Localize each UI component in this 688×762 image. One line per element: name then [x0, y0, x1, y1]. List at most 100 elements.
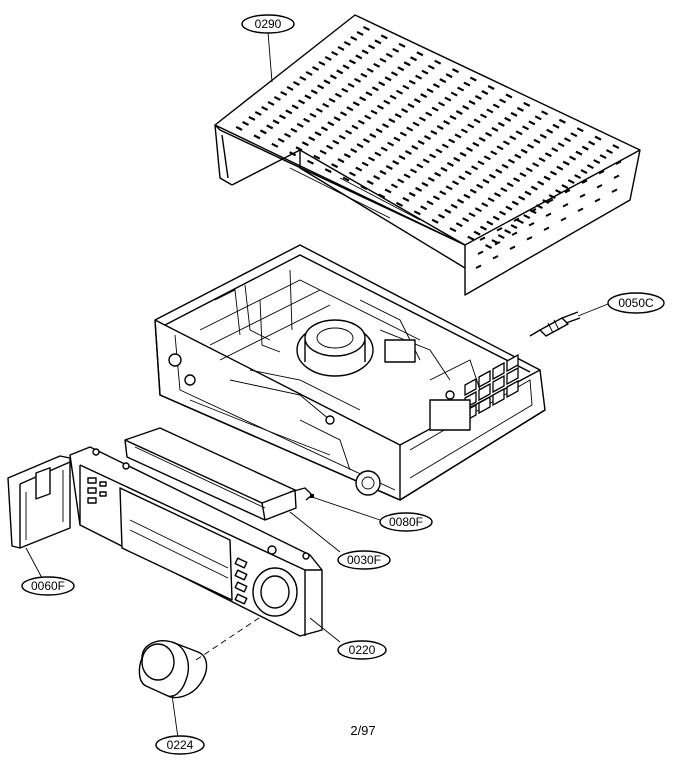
- callout-label: 0060F: [31, 579, 65, 593]
- vent-slot: [586, 164, 594, 170]
- vent-slot: [324, 55, 332, 61]
- vent-slot: [452, 68, 460, 74]
- vent-slot: [538, 157, 546, 163]
- callout-label: 0080F: [389, 515, 423, 529]
- vent-slot: [373, 175, 381, 180]
- vent-slot: [475, 264, 482, 269]
- vent-slot: [313, 154, 321, 160]
- vent-slot: [356, 143, 364, 149]
- vent-slot: [431, 218, 439, 224]
- vent-slot: [527, 143, 535, 149]
- vent-slot: [408, 79, 416, 85]
- vent-slot: [450, 203, 458, 209]
- vent-slot: [596, 184, 603, 189]
- vent-slot: [410, 56, 418, 62]
- vent-slot: [481, 90, 489, 95]
- vent-slot: [312, 65, 320, 71]
- vent-slot: [562, 160, 570, 166]
- vent-slot: [445, 185, 453, 191]
- vent-slot: [558, 118, 566, 124]
- vent-slot: [463, 193, 471, 199]
- vent-slot: [343, 153, 351, 159]
- vent-slot: [397, 66, 405, 72]
- page-number: 2/97: [350, 723, 375, 738]
- vent-slot: [511, 200, 519, 206]
- vent-slot: [267, 100, 275, 106]
- vent-slot: [551, 147, 559, 153]
- vent-slot: [552, 123, 560, 129]
- vent-slot: [481, 202, 489, 208]
- vent-slot: [385, 165, 393, 170]
- vent-slot: [404, 150, 412, 155]
- vent-slot: [473, 230, 481, 236]
- vent-slot: [272, 119, 280, 125]
- vent-slot: [545, 212, 552, 217]
- vent-slot: [542, 199, 550, 205]
- vent-slot: [579, 193, 586, 198]
- vent-slot: [511, 231, 518, 236]
- vent-slot: [504, 229, 512, 235]
- vent-slot: [477, 250, 484, 255]
- vent-slot: [296, 122, 304, 128]
- vent-slot: [446, 161, 454, 167]
- vent-slot: [397, 178, 405, 184]
- vent-slot: [403, 173, 411, 179]
- vent-slot: [469, 188, 477, 194]
- vcr-chassis-part: [154, 244, 546, 501]
- vent-slot: [337, 158, 345, 164]
- vent-slot: [384, 188, 392, 194]
- jack-socket: [464, 377, 477, 397]
- vent-slot: [331, 163, 339, 169]
- vent-slot: [343, 40, 351, 46]
- vent-slot: [472, 141, 480, 147]
- vent-slot: [519, 172, 527, 178]
- vent-slot: [460, 128, 468, 134]
- vent-slot: [458, 175, 466, 181]
- vent-slot: [549, 170, 557, 176]
- vent-slot: [254, 110, 262, 116]
- vent-slot: [594, 198, 601, 203]
- vent-slot: [468, 212, 476, 218]
- vent-slot: [396, 89, 404, 95]
- jack-socket: [492, 374, 505, 394]
- vent-slot: [379, 57, 387, 63]
- vent-slot: [453, 156, 461, 162]
- vent-slot: [323, 79, 331, 85]
- vent-slot: [380, 146, 388, 152]
- vent-slot: [593, 159, 601, 165]
- vent-slot: [526, 236, 533, 241]
- vent-slot: [342, 64, 350, 70]
- vent-slot: [366, 180, 374, 185]
- vent-slot: [389, 94, 397, 100]
- vent-slot: [361, 161, 369, 167]
- vent-slot: [412, 121, 420, 127]
- vent-slot: [500, 187, 508, 193]
- vent-slot: [426, 200, 434, 206]
- vent-slot: [441, 143, 449, 149]
- vent-slot: [309, 112, 317, 118]
- vent-slot: [360, 185, 368, 190]
- vent-slot: [557, 142, 565, 148]
- vent-slot: [487, 85, 495, 90]
- vent-slot: [485, 131, 493, 137]
- vent-slot: [477, 160, 485, 166]
- vent-slot: [326, 144, 334, 150]
- vent-slot: [434, 59, 442, 65]
- vent-slot: [467, 235, 475, 241]
- vent-slot: [415, 186, 423, 192]
- vent-slot: [301, 141, 309, 147]
- vent-slot: [486, 220, 494, 226]
- vent-slot: [371, 86, 379, 92]
- vent-slot: [385, 52, 393, 58]
- vent-slot: [465, 146, 473, 152]
- vent-slot: [315, 107, 323, 113]
- callout-0220: 0220: [337, 640, 387, 660]
- callout-label: 0030F: [347, 553, 381, 567]
- cassette-door-part: [7, 455, 71, 549]
- vent-slot: [334, 92, 342, 98]
- vent-slot: [434, 171, 442, 177]
- vent-slot: [308, 136, 316, 142]
- vent-slot: [390, 183, 398, 189]
- vent-slot: [532, 162, 540, 168]
- vent-slot: [420, 205, 428, 211]
